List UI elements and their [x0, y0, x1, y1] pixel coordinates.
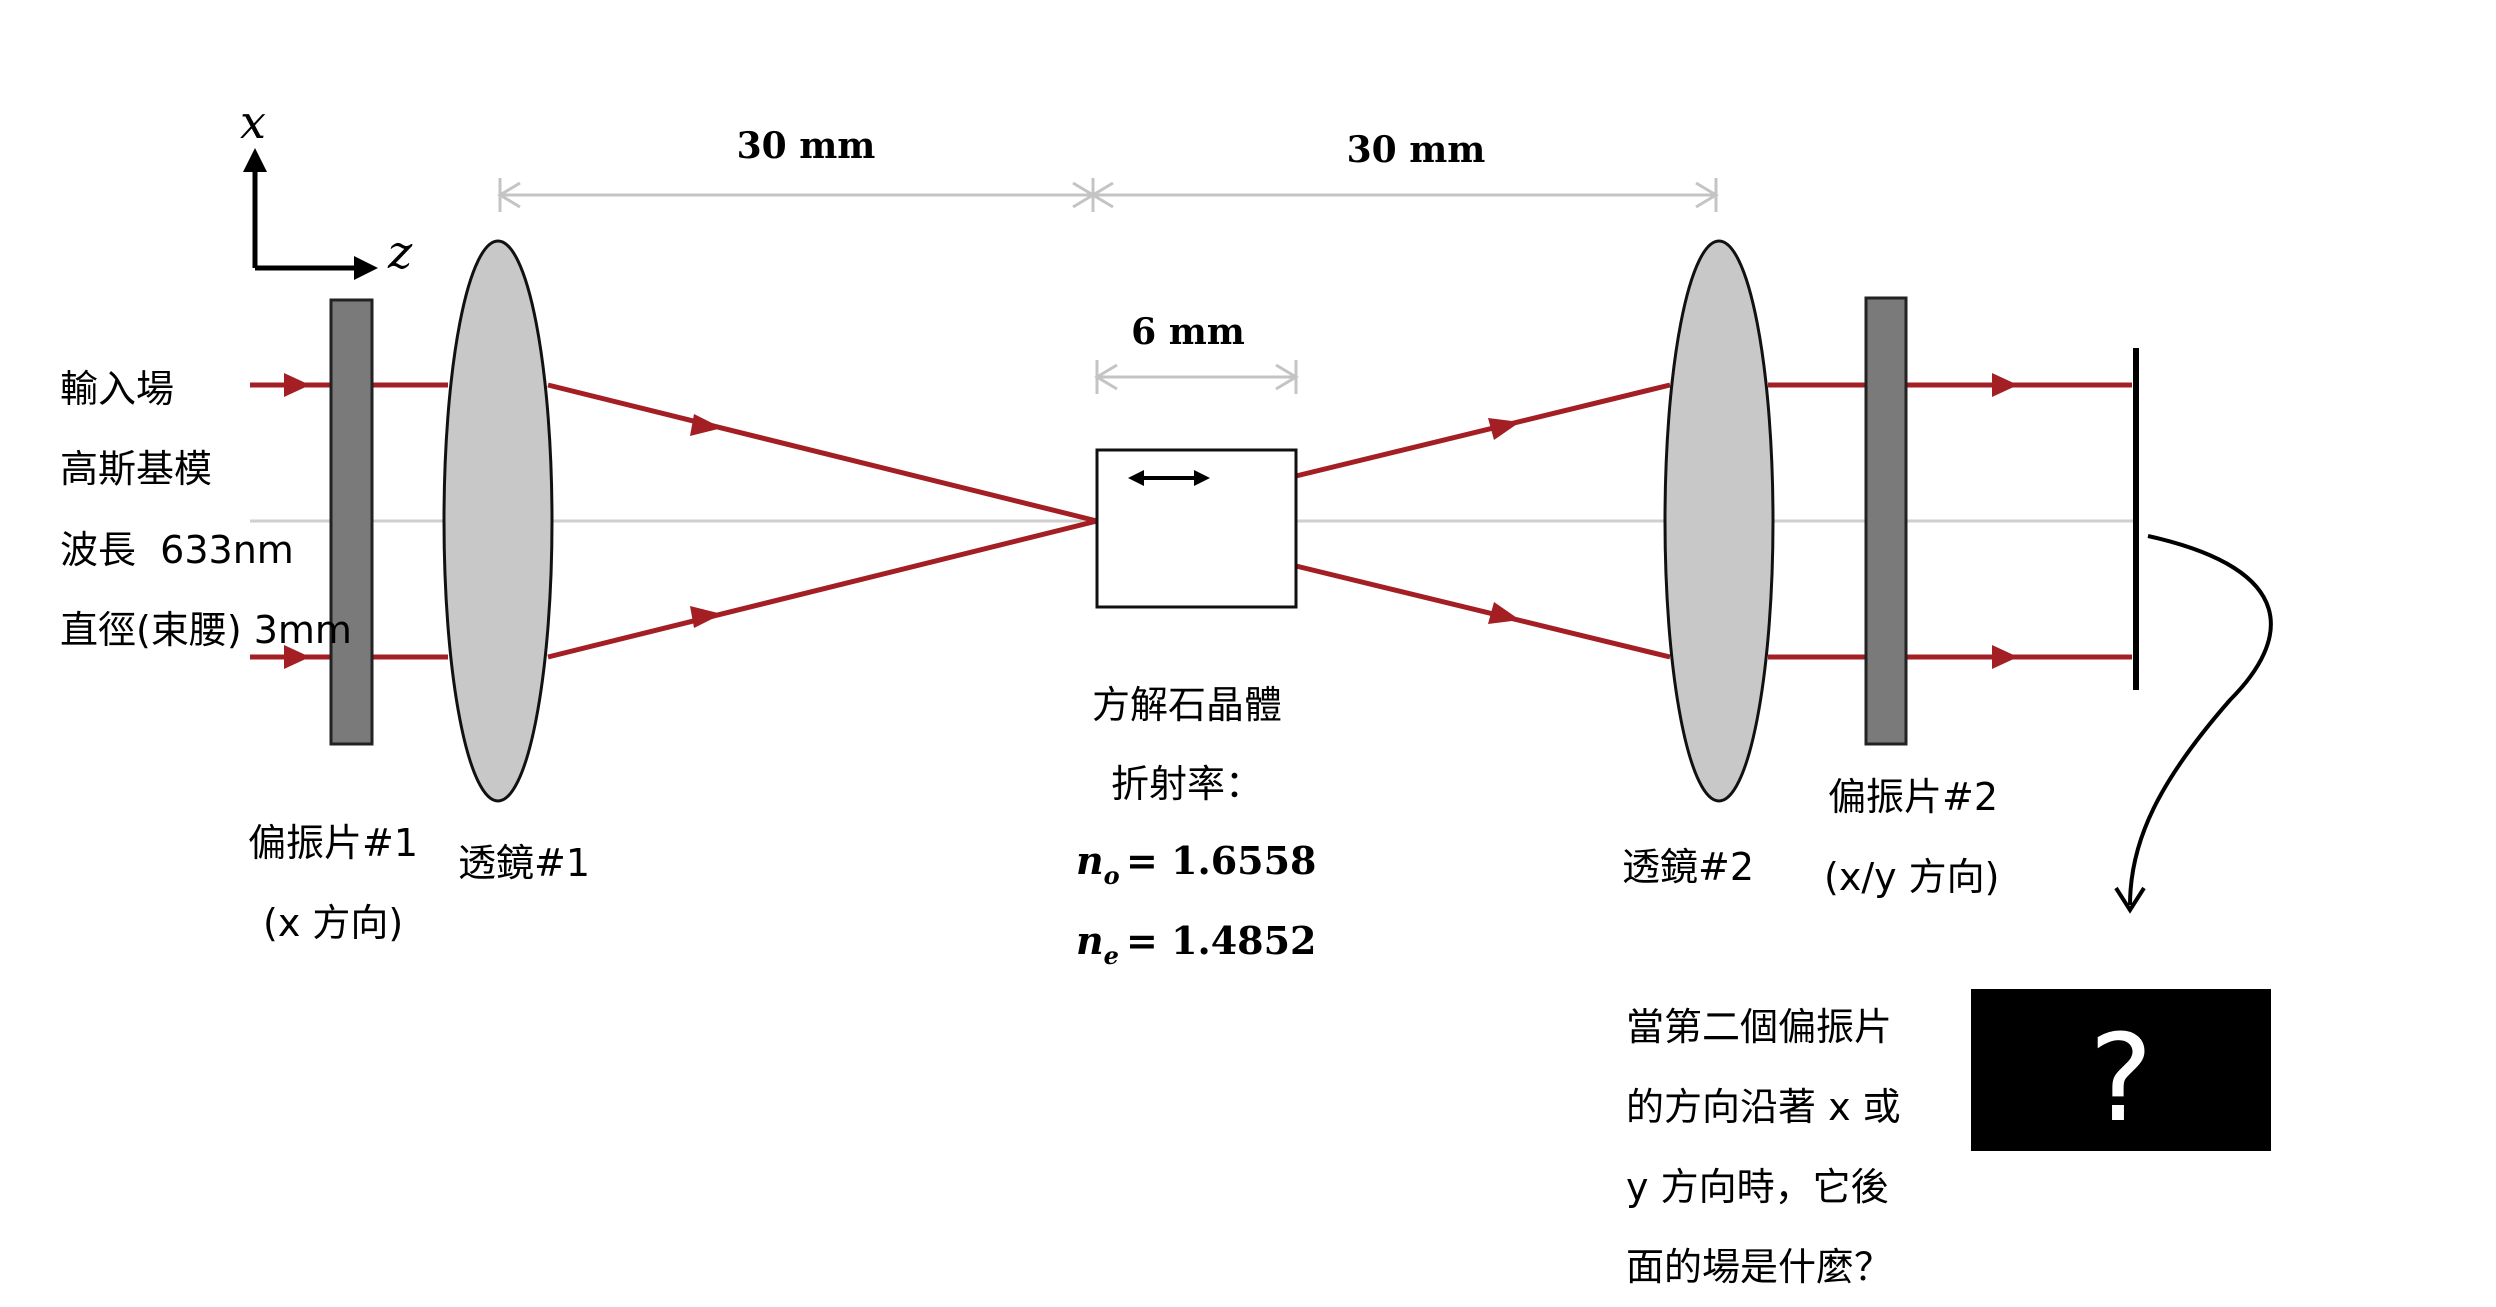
dimension-6mm [1094, 360, 1299, 394]
polarizer-2-direction: (x/y 方向) [1824, 855, 2000, 899]
curved-pointer-arrow [2128, 534, 2273, 906]
ne-value: = 1.4852 [1126, 918, 1317, 963]
dimension-label-30mm-right: 30 mm [1347, 129, 1486, 171]
calcite-crystal [1095, 448, 1298, 609]
optic-axis-arrow-right-icon [1194, 470, 1210, 486]
polarizer-1-direction: (x 方向) [263, 901, 403, 945]
question-line-3: y 方向時，它後 [1626, 1165, 1889, 1209]
curved-pointer-arrowhead-icon [2114, 886, 2146, 914]
coordinate-axes: x z [240, 95, 413, 280]
input-field-info: 輸入場 高斯基模 波長 633nm 直徑(束腰) 3mm [60, 367, 352, 652]
optic-axis-arrow-left-icon [1128, 470, 1144, 486]
no-subscript: o [1104, 861, 1120, 890]
ne-subscript: e [1104, 941, 1119, 970]
lens-1 [442, 239, 554, 803]
question-line-4: 面的場是什麼？ [1626, 1245, 1892, 1289]
x-axis-label: x [240, 95, 266, 149]
crystal-name: 方解石晶體 [1092, 683, 1282, 727]
lens-2-label: 透鏡#2 [1622, 845, 1754, 889]
svg-text:ne: ne [1076, 918, 1119, 970]
unknown-field-question-mark: ? [2089, 1010, 2153, 1149]
z-axis-label: z [387, 225, 413, 279]
dimension-30mm-left [497, 178, 1096, 212]
lens-2 [1663, 239, 1775, 803]
input-info-line-2: 高斯基模 [60, 447, 212, 491]
crystal-index-label: 折射率： [1111, 762, 1263, 806]
polarizer-2-label: 偏振片#2 [1828, 775, 1998, 819]
input-info-line-4: 直徑(束腰) 3mm [60, 608, 352, 652]
dimension-label-30mm-left: 30 mm [737, 125, 876, 167]
ne-symbol: n [1076, 918, 1104, 963]
question-line-1: 當第二個偏振片 [1626, 1005, 1892, 1049]
dimension-30mm-right [1090, 178, 1719, 212]
extraordinary-index: ne = 1.4852 [1076, 918, 1317, 970]
polarizer-1-label: 偏振片#1 [248, 821, 418, 865]
input-info-line-3: 波長 633nm [60, 528, 294, 572]
question-text: 當第二個偏振片 的方向沿著 x 或 y 方向時，它後 面的場是什麼？ [1626, 1005, 1901, 1289]
svg-text:no: no [1076, 838, 1120, 890]
polarizer-2 [1864, 296, 1908, 746]
no-value: = 1.6558 [1126, 838, 1317, 883]
beam-direction-arrows [284, 373, 2018, 669]
lens-1-label: 透鏡#1 [458, 841, 590, 885]
dimension-label-6mm: 6 mm [1131, 311, 1245, 353]
polarizer-1 [329, 298, 374, 746]
ordinary-index: no = 1.6558 [1076, 838, 1317, 890]
question-line-2: 的方向沿著 x 或 [1626, 1085, 1901, 1129]
unknown-field-box [1971, 989, 2271, 1151]
no-symbol: n [1076, 838, 1104, 883]
input-info-line-1: 輸入場 [60, 367, 174, 411]
